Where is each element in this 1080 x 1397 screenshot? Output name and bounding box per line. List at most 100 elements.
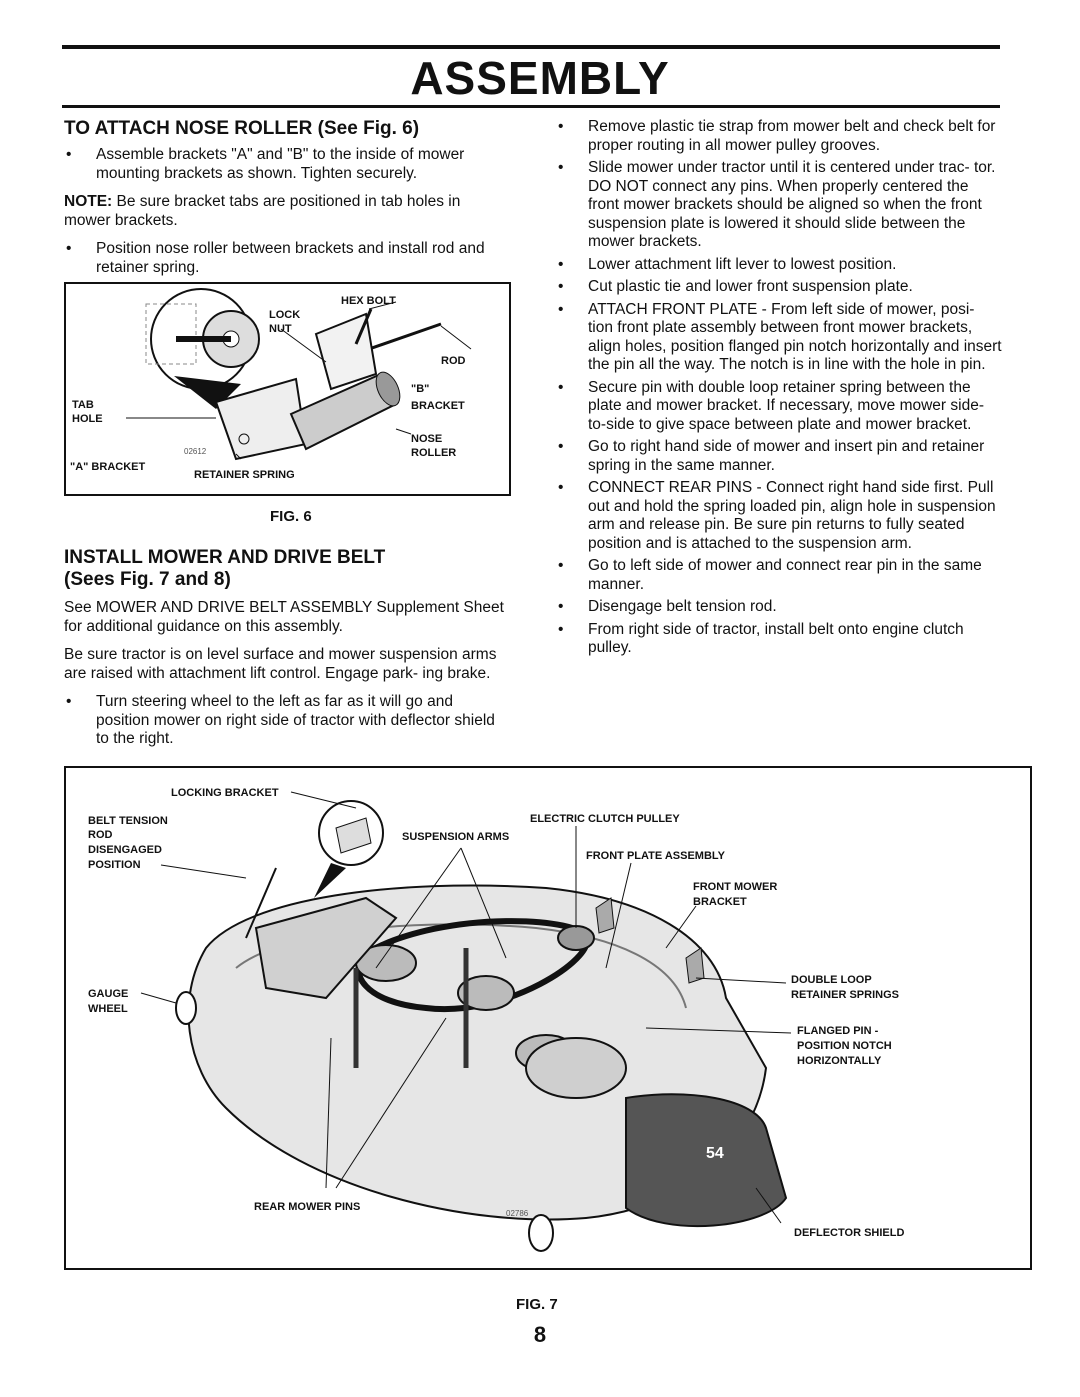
deflector-shield	[625, 1093, 788, 1228]
retainer-spring-shape	[238, 433, 250, 445]
hex-bolt	[354, 308, 373, 345]
list-item: Assemble brackets "A" and "B" to the ins…	[64, 146, 510, 183]
figure-code: 02612	[184, 447, 207, 456]
list-item: From right side of tractor, install belt…	[556, 621, 1002, 658]
leader-line	[160, 864, 247, 879]
note-paragraph: NOTE: Be sure bracket tabs are positione…	[64, 193, 510, 230]
label-bracket: BRACKET	[411, 400, 465, 412]
install-mower-steps: Turn steering wheel to the left as far a…	[64, 693, 510, 749]
label-rear-mower-pins: REAR MOWER PINS	[254, 1201, 360, 1213]
pulley-center	[457, 975, 515, 1011]
header-rule-bottom	[62, 105, 1000, 108]
figure-7-illustration: 54 LOCKING BRACKET BELT TENSION ROD	[64, 766, 1032, 1270]
left-column: TO ATTACH NOSE ROLLER (See Fig. 6) Assem…	[64, 118, 510, 759]
gauge-wheel-left	[175, 991, 197, 1025]
label-front-mower-2: BRACKET	[693, 896, 747, 908]
list-item: Lower attachment lift lever to lowest po…	[556, 256, 1002, 275]
label-nut: NUT	[269, 323, 292, 335]
label-front-plate-assembly: FRONT PLATE ASSEMBLY	[586, 850, 726, 862]
leader-line	[605, 862, 632, 969]
label-suspension-arms: SUSPENSION ARMS	[402, 831, 509, 843]
label-gauge: GAUGE	[88, 988, 128, 1000]
list-item: Turn steering wheel to the left as far a…	[64, 693, 510, 749]
list-item: Remove plastic tie strap from mower belt…	[556, 118, 1002, 155]
note-text: Be sure bracket tabs are positioned in t…	[64, 193, 461, 229]
dashed-outline	[145, 303, 197, 365]
section-install-mower: INSTALL MOWER AND DRIVE BELT (Sees Fig. …	[64, 547, 510, 749]
gauge-wheel-rear	[528, 1214, 554, 1252]
electric-clutch-pulley	[557, 925, 595, 951]
note-label: NOTE:	[64, 193, 113, 210]
list-item: CONNECT REAR PINS - Connect right hand s…	[556, 479, 1002, 553]
label-belt-tension-3: DISENGAGED	[88, 844, 162, 856]
label-roller: ROLLER	[411, 447, 456, 459]
page-number: 8	[533, 1322, 547, 1347]
leader-line	[280, 328, 327, 363]
figure-7-caption: FIG. 7	[516, 1296, 558, 1313]
leader-line	[665, 905, 697, 949]
label-flanged-3: HORIZONTALLY	[797, 1055, 882, 1067]
label-b: "B"	[411, 383, 429, 395]
paragraph: See MOWER AND DRIVE BELT ASSEMBLY Supple…	[64, 599, 504, 635]
label-belt-tension-2: ROD	[88, 829, 113, 841]
label-lock: LOCK	[269, 309, 300, 321]
list-item: Cut plastic tie and lower front suspensi…	[556, 278, 1002, 297]
mower-install-steps: Remove plastic tie strap from mower belt…	[556, 118, 1002, 658]
deck-size-marking: 54	[706, 1145, 724, 1162]
label-flanged-2: POSITION NOTCH	[797, 1040, 892, 1052]
list-item: ATTACH FRONT PLATE - From left side of m…	[556, 301, 1002, 375]
heading-line-1: INSTALL MOWER AND DRIVE BELT	[64, 547, 386, 568]
label-hex-bolt: HEX BOLT	[341, 295, 396, 307]
front-mower-bracket	[595, 897, 615, 934]
label-front-mower-1: FRONT MOWER	[693, 881, 777, 893]
label-deflector-shield: DEFLECTOR SHIELD	[794, 1227, 904, 1239]
page-title: ASSEMBLY	[410, 52, 670, 104]
leader-line	[395, 428, 412, 435]
mower-deck-diagram: 54 LOCKING BRACKET BELT TENSION ROD	[88, 787, 904, 1252]
label-locking-bracket: LOCKING BRACKET	[171, 787, 279, 799]
paragraph: Be sure tractor is on level surface and …	[64, 646, 497, 682]
label-double-loop-2: RETAINER SPRINGS	[791, 989, 899, 1001]
leader-line	[375, 847, 462, 969]
leader-line	[290, 791, 357, 809]
leader-line	[335, 1017, 447, 1189]
list-item: Disengage belt tension rod.	[556, 598, 1002, 617]
label-wheel: WHEEL	[88, 1003, 128, 1015]
label-retainer-spring: RETAINER SPRING	[194, 469, 295, 481]
leader-line	[695, 977, 787, 984]
label-nose: NOSE	[411, 433, 442, 445]
leader-line	[140, 992, 177, 1004]
list-item: Go to right hand side of mower and inser…	[556, 438, 1002, 475]
belt-tension-rod	[245, 867, 277, 939]
bracket-b	[314, 312, 378, 391]
figure-6-caption: FIG. 6	[270, 508, 312, 525]
label-electric-clutch-pulley: ELECTRIC CLUTCH PULLEY	[530, 813, 680, 825]
label-double-loop-1: DOUBLE LOOP	[791, 974, 872, 986]
label-belt-tension-1: BELT TENSION	[88, 815, 168, 827]
heading-line-2: (Sees Fig. 7 and 8)	[64, 569, 231, 590]
callout-pointer	[314, 863, 346, 898]
leader-line	[235, 453, 242, 460]
section-heading-install-mower: INSTALL MOWER AND DRIVE BELT (Sees Fig. …	[64, 547, 510, 591]
spindle-cover	[525, 1037, 627, 1099]
leader-line	[325, 1037, 332, 1189]
leader-line	[645, 1027, 792, 1034]
section-heading-nose-roller: TO ATTACH NOSE ROLLER (See Fig. 6)	[64, 118, 420, 139]
leader-line	[755, 1187, 782, 1224]
leader-line	[440, 325, 472, 350]
right-column: Remove plastic tie strap from mower belt…	[556, 118, 1002, 668]
belt-guard	[254, 896, 398, 1000]
label-hole: HOLE	[72, 413, 103, 425]
leader-line	[460, 847, 507, 959]
header-rule-top	[62, 45, 1000, 49]
list-item: Position nose roller between brackets an…	[64, 240, 510, 277]
list-item: Go to left side of mower and connect rea…	[556, 557, 1002, 594]
label-flanged-1: FLANGED PIN -	[797, 1025, 879, 1037]
nose-roller-steps-2: Position nose roller between brackets an…	[64, 240, 510, 277]
roller-end	[375, 371, 401, 407]
list-item: Slide mower under tractor until it is ce…	[556, 159, 1002, 252]
leader-line	[368, 301, 397, 310]
nose-roller-steps-1: Assemble brackets "A" and "B" to the ins…	[64, 146, 510, 183]
locking-bracket-shape	[335, 817, 372, 854]
figure-6-illustration: HEX BOLT LOCK NUT ROD "B" BRACKET TAB HO…	[64, 282, 511, 496]
